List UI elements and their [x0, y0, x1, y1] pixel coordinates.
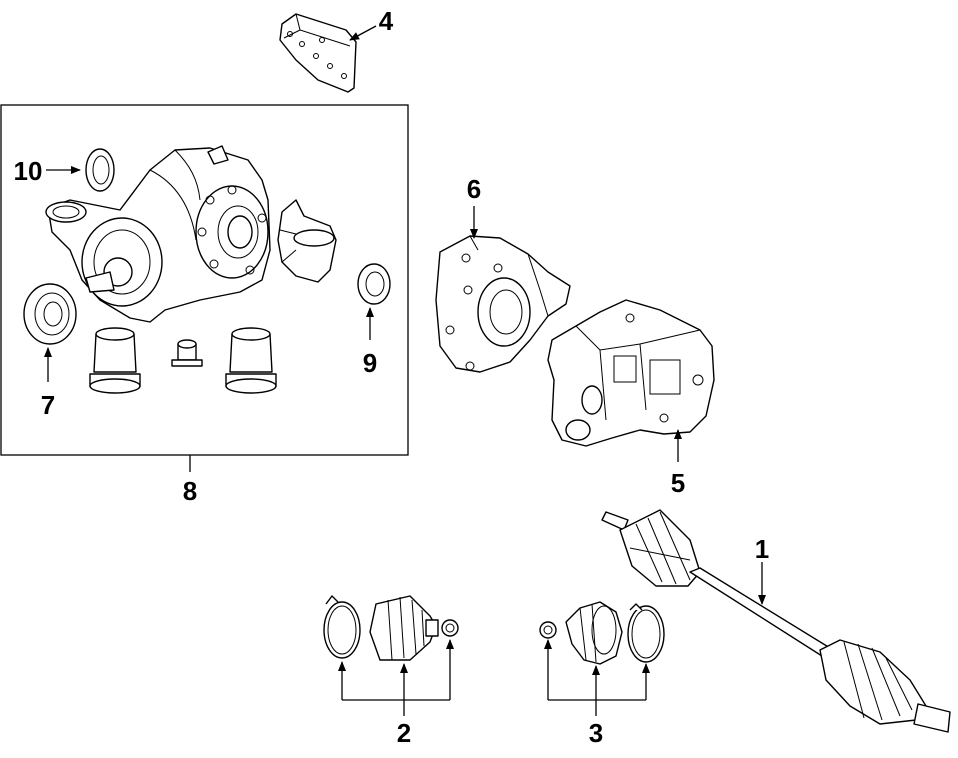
boot-kit-part-2	[323, 595, 459, 661]
callout-2: 2	[397, 718, 411, 748]
callout-1: 1	[755, 534, 769, 564]
boot-kit-part-3	[539, 601, 665, 665]
callout-9: 9	[363, 348, 377, 378]
seal-part-10	[85, 148, 115, 192]
seal-part-9	[357, 263, 391, 305]
callout-5: 5	[671, 468, 685, 498]
callout-10: 10	[14, 156, 43, 186]
leader-4	[349, 25, 377, 41]
bushing-right	[225, 327, 277, 394]
bracket-part-4	[279, 13, 357, 93]
housing-cover-part-6	[435, 235, 571, 373]
callout-8: 8	[183, 476, 197, 506]
differential-assembly	[45, 145, 271, 323]
bushing-small	[171, 339, 203, 367]
callout-6: 6	[467, 174, 481, 204]
callout-3: 3	[589, 718, 603, 748]
carrier-case-part-5	[547, 299, 715, 447]
callout-4: 4	[379, 6, 394, 36]
seal-part-7	[23, 283, 77, 345]
assembly-frame-8	[0, 104, 409, 456]
bushing-left	[89, 327, 141, 394]
callout-7: 7	[41, 390, 55, 420]
axle-shaft-part-1	[601, 509, 951, 733]
bushing-bracket	[277, 199, 337, 283]
